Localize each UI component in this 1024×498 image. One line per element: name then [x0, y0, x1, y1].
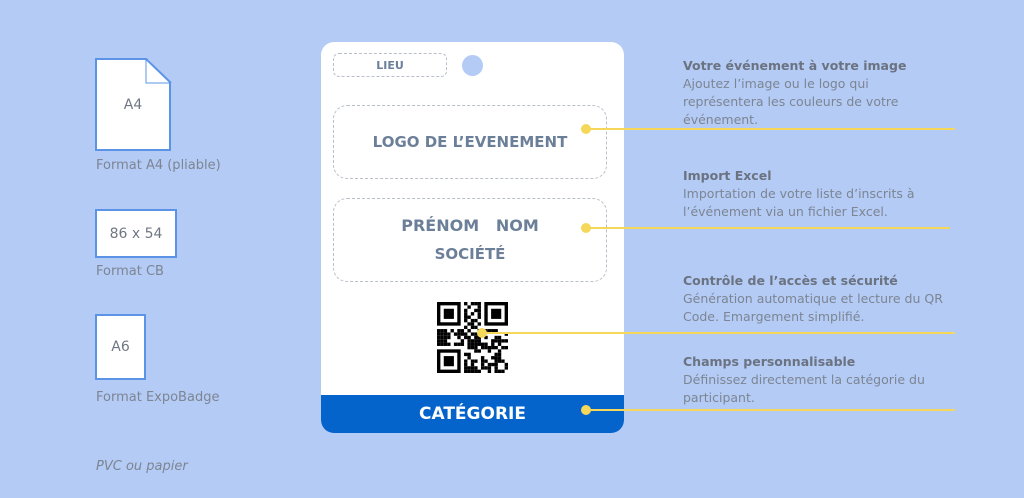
logo-text: LOGO DE L’EVENEMENT	[372, 133, 568, 151]
connector-line-4	[588, 409, 955, 411]
connector-line-2	[588, 227, 950, 229]
logo-field: LOGO DE L’EVENEMENT	[333, 105, 607, 179]
connector-dot-2	[581, 223, 591, 233]
format-expobadge-label: Format ExpoBadge	[96, 390, 220, 405]
feature-title: Champs personnalisable	[683, 354, 856, 369]
format-cb-text: 86 x 54	[109, 225, 163, 242]
category-band: CATÉGORIE	[321, 395, 624, 433]
feature-access-control: Contrôle de l’accès et sécurité Générati…	[683, 272, 953, 326]
qr-code-icon	[437, 302, 508, 373]
name-field: PRÉNOM NOM SOCIÉTÉ	[333, 198, 607, 282]
format-cb-label: Format CB	[96, 264, 164, 279]
feature-custom-fields: Champs personnalisable Définissez direct…	[683, 353, 953, 407]
lanyard-hole	[462, 55, 483, 76]
format-a6-text: A6	[111, 339, 130, 355]
page-fold-icon	[145, 58, 172, 84]
feature-text: Génération automatique et lecture du QR …	[683, 291, 943, 324]
connector-dot-3	[477, 328, 487, 338]
category-text: CATÉGORIE	[419, 404, 526, 424]
company-text: SOCIÉTÉ	[434, 245, 506, 263]
connector-dot-4	[581, 405, 591, 415]
feature-title: Import Excel	[683, 168, 772, 183]
feature-branding: Votre événement à votre image Ajoutez l’…	[683, 57, 953, 129]
connector-line-3	[484, 332, 955, 334]
badge-preview: LIEU LOGO DE L’EVENEMENT PRÉNOM NOM SOCI…	[321, 42, 624, 433]
feature-text: Ajoutez l’image ou le logo qui représent…	[683, 76, 899, 127]
feature-text: Importation de votre liste d’inscrits à …	[683, 186, 915, 219]
material-note: PVC ou papier	[96, 459, 188, 474]
name-text: PRÉNOM NOM	[401, 216, 539, 235]
format-a4-label: Format A4 (pliable)	[96, 158, 221, 173]
feature-title: Votre événement à votre image	[683, 58, 907, 73]
connector-line-1	[588, 128, 955, 130]
format-a4-text: A4	[123, 96, 143, 113]
connector-dot-1	[581, 124, 591, 134]
venue-field: LIEU	[333, 53, 447, 77]
feature-excel-import: Import Excel Importation de votre liste …	[683, 167, 953, 221]
feature-text: Définissez directement la catégorie du p…	[683, 372, 925, 405]
format-cb-icon: 86 x 54	[95, 209, 177, 258]
format-a6-icon: A6	[95, 314, 146, 380]
venue-text: LIEU	[376, 58, 404, 72]
feature-title: Contrôle de l’accès et sécurité	[683, 273, 898, 288]
